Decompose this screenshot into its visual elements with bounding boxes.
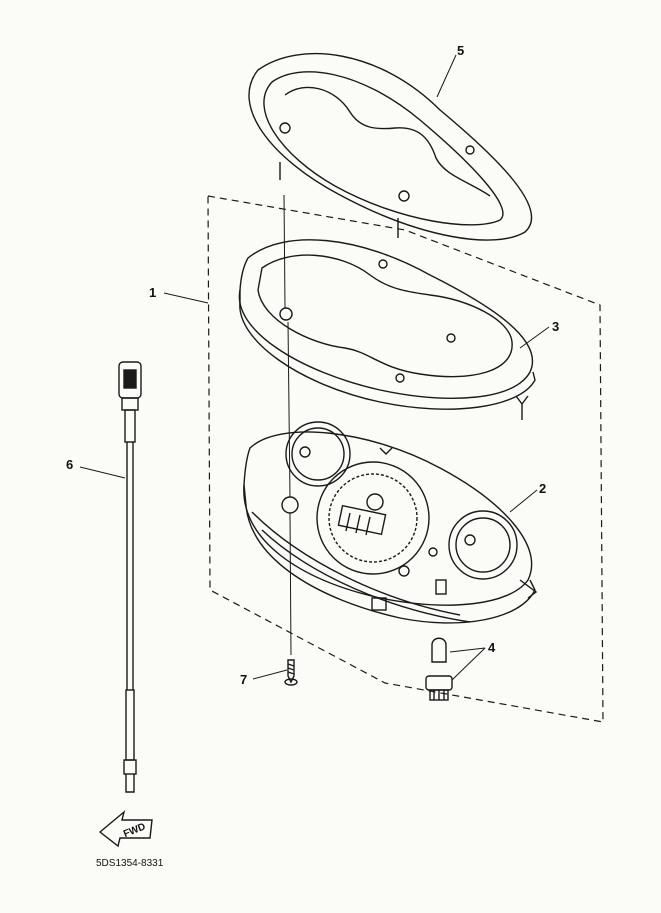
- label-part-7: 7: [240, 672, 247, 687]
- label-part-3: 3: [552, 319, 559, 334]
- speedometer: [316, 461, 430, 575]
- speedometer-cable: [118, 361, 142, 793]
- temperature-gauge: [448, 510, 518, 580]
- label-part-2: 2: [539, 481, 546, 496]
- leader-lines: [79, 54, 550, 681]
- meter-cover: [248, 53, 533, 241]
- bulb-and-socket: [425, 637, 453, 701]
- fuel-gauge: [285, 421, 351, 487]
- label-part-4: 4: [488, 640, 496, 655]
- label-part-6: 6: [66, 457, 73, 472]
- drawing-code: 5DS1354-8331: [96, 858, 164, 869]
- meter-assembly: [243, 421, 538, 624]
- meter-panel: [238, 239, 536, 420]
- forward-arrow: FWD: [98, 810, 153, 848]
- screw: [284, 659, 298, 686]
- alignment-lines: [283, 194, 292, 656]
- label-part-5: 5: [457, 43, 464, 58]
- label-part-1: 1: [149, 285, 156, 300]
- odometer-display: [337, 504, 387, 536]
- assembly-boundary-dashed: [207, 195, 604, 723]
